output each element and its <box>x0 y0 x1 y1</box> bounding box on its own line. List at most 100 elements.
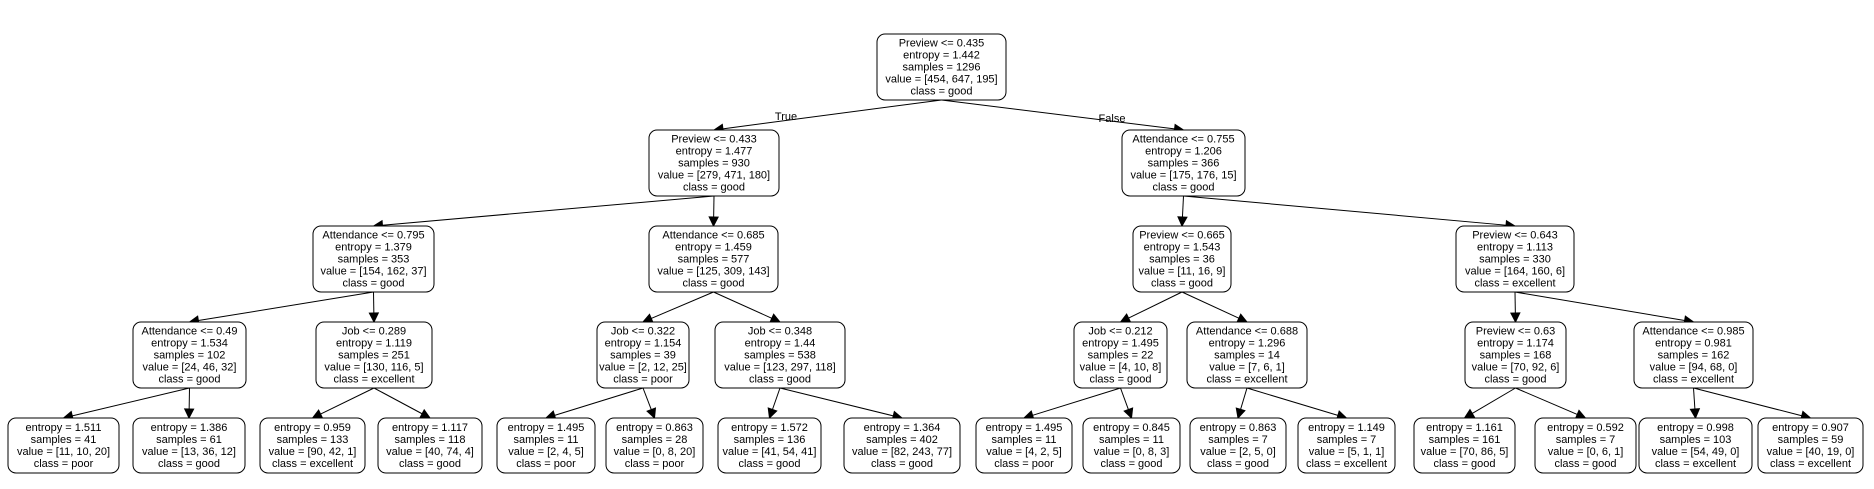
node-text-line: value = [5, 1, 1] <box>1309 446 1385 458</box>
node-text-line: value = [40, 19, 0] <box>1767 446 1855 458</box>
node-box <box>1189 417 1287 474</box>
tree-edge <box>320 387 375 415</box>
node-text-line: entropy = 0.959 <box>274 422 351 434</box>
node-text-line: class = good <box>158 458 220 470</box>
node-text-line: value = [175, 176, 15] <box>1130 170 1236 182</box>
node-box <box>312 225 435 293</box>
node-text-line: samples = 11 <box>1099 434 1164 446</box>
node-text-line: class = good <box>1151 278 1213 290</box>
node-text-line: class = poor <box>625 458 685 470</box>
node-text-line: class = poor <box>994 458 1054 470</box>
node-text-line: Preview <= 0.643 <box>1472 230 1558 242</box>
node-text-line: entropy = 1.495 <box>508 422 585 434</box>
node-text-line: samples = 402 <box>866 434 938 446</box>
node-text-line: value = [4, 10, 8] <box>1080 362 1162 374</box>
node-box <box>1132 225 1232 293</box>
node-text-line: value = [11, 10, 20] <box>17 446 110 458</box>
node-box <box>315 321 433 389</box>
tree-edge <box>941 99 1175 130</box>
node-text-line: samples = 168 <box>1480 350 1552 362</box>
node-text-line: Preview <= 0.435 <box>899 38 985 50</box>
node-text-line: class = good <box>682 278 744 290</box>
node-text-line: class = excellent <box>333 374 414 386</box>
node-text-line: entropy = 1.44 <box>745 338 816 350</box>
node-box <box>7 417 120 474</box>
node-text-line: Attendance <= 0.985 <box>1642 326 1744 338</box>
node-text-line: entropy = 1.364 <box>864 422 941 434</box>
tree-edge <box>1246 387 1339 416</box>
node-box <box>496 417 596 474</box>
node-text-line: entropy = 1.543 <box>1144 242 1221 254</box>
edge-label-false: False <box>1099 113 1126 125</box>
node-box <box>132 321 247 389</box>
node-text-line: entropy = 1.459 <box>675 242 752 254</box>
tree-edge <box>772 387 781 410</box>
tree-edge <box>1693 387 1802 417</box>
node-box <box>1757 417 1864 474</box>
node-text-line: class = poor <box>613 374 673 386</box>
tree-edge <box>642 387 652 410</box>
tree-edge <box>779 387 894 417</box>
node-text-line: samples = 353 <box>338 254 410 266</box>
node-text-line: class = excellent <box>272 458 353 470</box>
node-text-line: entropy = 1.296 <box>1209 338 1286 350</box>
node-text-line: samples = 366 <box>1148 158 1220 170</box>
node-text-line: value = [90, 42, 1] <box>269 446 357 458</box>
node-text-line: class = good <box>738 458 800 470</box>
node-text-line: class = good <box>1484 374 1546 386</box>
node-text-line: samples = 251 <box>338 350 410 362</box>
node-text-line: class = excellent <box>1770 458 1851 470</box>
node-box <box>1534 417 1637 474</box>
tree-edge <box>1032 387 1121 416</box>
node-text-line: class = excellent <box>1653 374 1734 386</box>
node-text-line: Job <= 0.212 <box>1088 326 1152 338</box>
node-text-line: samples = 59 <box>1778 434 1844 446</box>
node-text-line: samples = 930 <box>678 158 750 170</box>
node-text-line: entropy = 1.149 <box>1308 422 1385 434</box>
edge-arrowhead <box>368 312 380 324</box>
node-text-line: value = [0, 8, 20] <box>614 446 696 458</box>
node-box <box>1297 417 1396 474</box>
node-text-line: samples = 7 <box>1556 434 1616 446</box>
node-text-line: samples = 22 <box>1088 350 1154 362</box>
node-text-line: entropy = 1.386 <box>151 422 228 434</box>
node-text-line: entropy = 1.477 <box>676 146 753 158</box>
node-text-line: entropy = 1.495 <box>986 422 1063 434</box>
node-box <box>843 417 961 474</box>
node-text-line: samples = 118 <box>394 434 465 446</box>
node-text-line: Attendance <= 0.755 <box>1132 134 1234 146</box>
tree-edge <box>1128 291 1183 319</box>
node-text-line: Preview <= 0.433 <box>671 134 757 146</box>
node-box <box>1633 321 1754 389</box>
node-text-line: samples = 1296 <box>903 62 981 74</box>
node-text-line: samples = 7 <box>1208 434 1268 446</box>
edge-arrowhead <box>641 313 654 324</box>
node-text-line: class = good <box>1100 458 1162 470</box>
node-text-line: entropy = 1.572 <box>731 422 808 434</box>
node-text-line: entropy = 0.907 <box>1772 422 1849 434</box>
tree-edge <box>373 387 423 415</box>
node-text-line: Job <= 0.289 <box>342 326 406 338</box>
node-box <box>975 417 1073 474</box>
node-text-line: entropy = 1.174 <box>1477 338 1554 350</box>
node-text-line: value = [123, 297, 118] <box>724 362 835 374</box>
node-text-line: value = [24, 46, 32] <box>143 362 237 374</box>
node-text-line: class = poor <box>516 458 576 470</box>
node-text-line: entropy = 0.981 <box>1655 338 1732 350</box>
edge-arrowhead <box>767 407 778 420</box>
